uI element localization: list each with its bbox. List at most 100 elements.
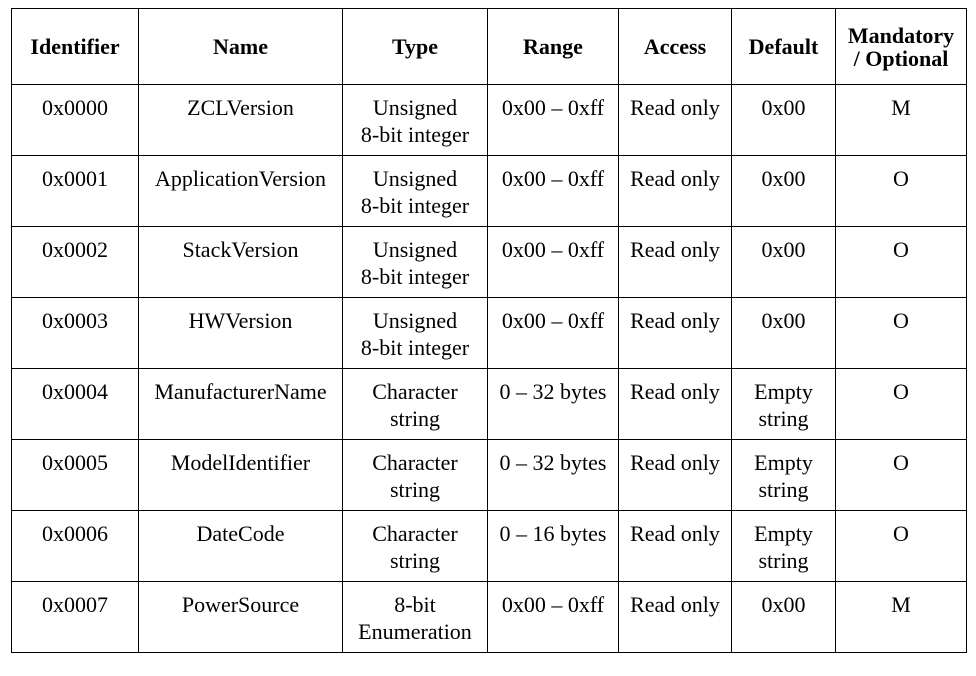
cell-range: 0x00 – 0xff: [487, 297, 619, 369]
cell-identifier: 0x0007: [11, 581, 139, 653]
cell-name: ManufacturerName: [138, 368, 343, 440]
cell-type-line: Unsigned: [372, 237, 458, 262]
cell-range: 0x00 – 0xff: [487, 226, 619, 298]
table-header-row: Identifier Name Type Range Access Defaul…: [11, 8, 967, 85]
cell-identifier: 0x0000: [11, 84, 139, 156]
cell-identifier: 0x0006: [11, 510, 139, 582]
cell-default-line: Empty: [754, 521, 813, 546]
cell-range: 0 – 32 bytes: [487, 439, 619, 511]
cell-type-line: string: [389, 406, 441, 431]
cell-name: ApplicationVersion: [138, 155, 343, 227]
cell-access: Read only: [618, 226, 732, 298]
cell-default: 0x00: [731, 155, 836, 227]
cell-access: Read only: [618, 368, 732, 440]
cell-name: ZCLVersion: [138, 84, 343, 156]
cell-type-line: string: [389, 548, 441, 573]
cell-access: Read only: [618, 155, 732, 227]
cell-mandatory-optional: O: [835, 439, 967, 511]
cell-name: DateCode: [138, 510, 343, 582]
cell-default-line: 0x00: [761, 166, 806, 191]
attribute-table: Identifier Name Type Range Access Defaul…: [11, 8, 967, 653]
header-range: Range: [487, 8, 619, 85]
cell-default-line: 0x00: [761, 308, 806, 333]
cell-access: Read only: [618, 84, 732, 156]
cell-identifier: 0x0005: [11, 439, 139, 511]
cell-identifier: 0x0004: [11, 368, 139, 440]
cell-type-line: Unsigned: [372, 308, 458, 333]
header-type: Type: [342, 8, 488, 85]
cell-default: 0x00: [731, 581, 836, 653]
cell-mandatory-optional: O: [835, 510, 967, 582]
cell-type-line: 8-bit integer: [360, 335, 470, 360]
cell-identifier: 0x0001: [11, 155, 139, 227]
cell-type-line: Character: [372, 450, 458, 475]
cell-type-line: Enumeration: [358, 619, 472, 644]
cell-default-line: 0x00: [761, 237, 806, 262]
cell-range: 0x00 – 0xff: [487, 155, 619, 227]
cell-identifier: 0x0003: [11, 297, 139, 369]
cell-type-line: string: [389, 477, 441, 502]
cell-type-line: 8-bit integer: [360, 193, 470, 218]
cell-range: 0x00 – 0xff: [487, 581, 619, 653]
cell-mandatory-optional: O: [835, 297, 967, 369]
cell-mandatory-optional: M: [835, 581, 967, 653]
header-identifier: Identifier: [11, 8, 139, 85]
cell-default-line: 0x00: [761, 95, 806, 120]
cell-mandatory-optional: M: [835, 84, 967, 156]
header-mandatory-optional: Mandatory / Optional: [835, 8, 967, 85]
cell-default-line: 0x00: [761, 592, 806, 617]
cell-name: StackVersion: [138, 226, 343, 298]
header-access: Access: [618, 8, 732, 85]
cell-access: Read only: [618, 510, 732, 582]
cell-type-line: 8-bit integer: [360, 264, 470, 289]
cell-range: 0x00 – 0xff: [487, 84, 619, 156]
cell-identifier: 0x0002: [11, 226, 139, 298]
header-name: Name: [138, 8, 343, 85]
cell-mandatory-optional: O: [835, 368, 967, 440]
cell-type-line: 8-bit: [394, 592, 436, 617]
cell-access: Read only: [618, 581, 732, 653]
cell-range: 0 – 32 bytes: [487, 368, 619, 440]
cell-mandatory-optional: O: [835, 226, 967, 298]
cell-mandatory-optional: O: [835, 155, 967, 227]
cell-type-line: Unsigned: [372, 166, 458, 191]
cell-name: PowerSource: [138, 581, 343, 653]
cell-range: 0 – 16 bytes: [487, 510, 619, 582]
cell-type-line: Character: [372, 379, 458, 404]
cell-default-line: string: [758, 548, 809, 573]
cell-default-line: Empty: [754, 379, 813, 404]
cell-access: Read only: [618, 297, 732, 369]
cell-default-line: string: [758, 477, 809, 502]
cell-type-line: Unsigned: [372, 95, 458, 120]
cell-type-line: Character: [372, 521, 458, 546]
header-optional-line: / Optional: [853, 45, 949, 71]
header-default: Default: [731, 8, 836, 85]
cell-type-line: 8-bit integer: [360, 122, 470, 147]
cell-default-line: Empty: [754, 450, 813, 475]
cell-name: ModelIdentifier: [138, 439, 343, 511]
cell-access: Read only: [618, 439, 732, 511]
cell-default: 0x00: [731, 84, 836, 156]
header-mandatory-line: Mandatory: [847, 22, 955, 48]
cell-default: 0x00: [731, 297, 836, 369]
